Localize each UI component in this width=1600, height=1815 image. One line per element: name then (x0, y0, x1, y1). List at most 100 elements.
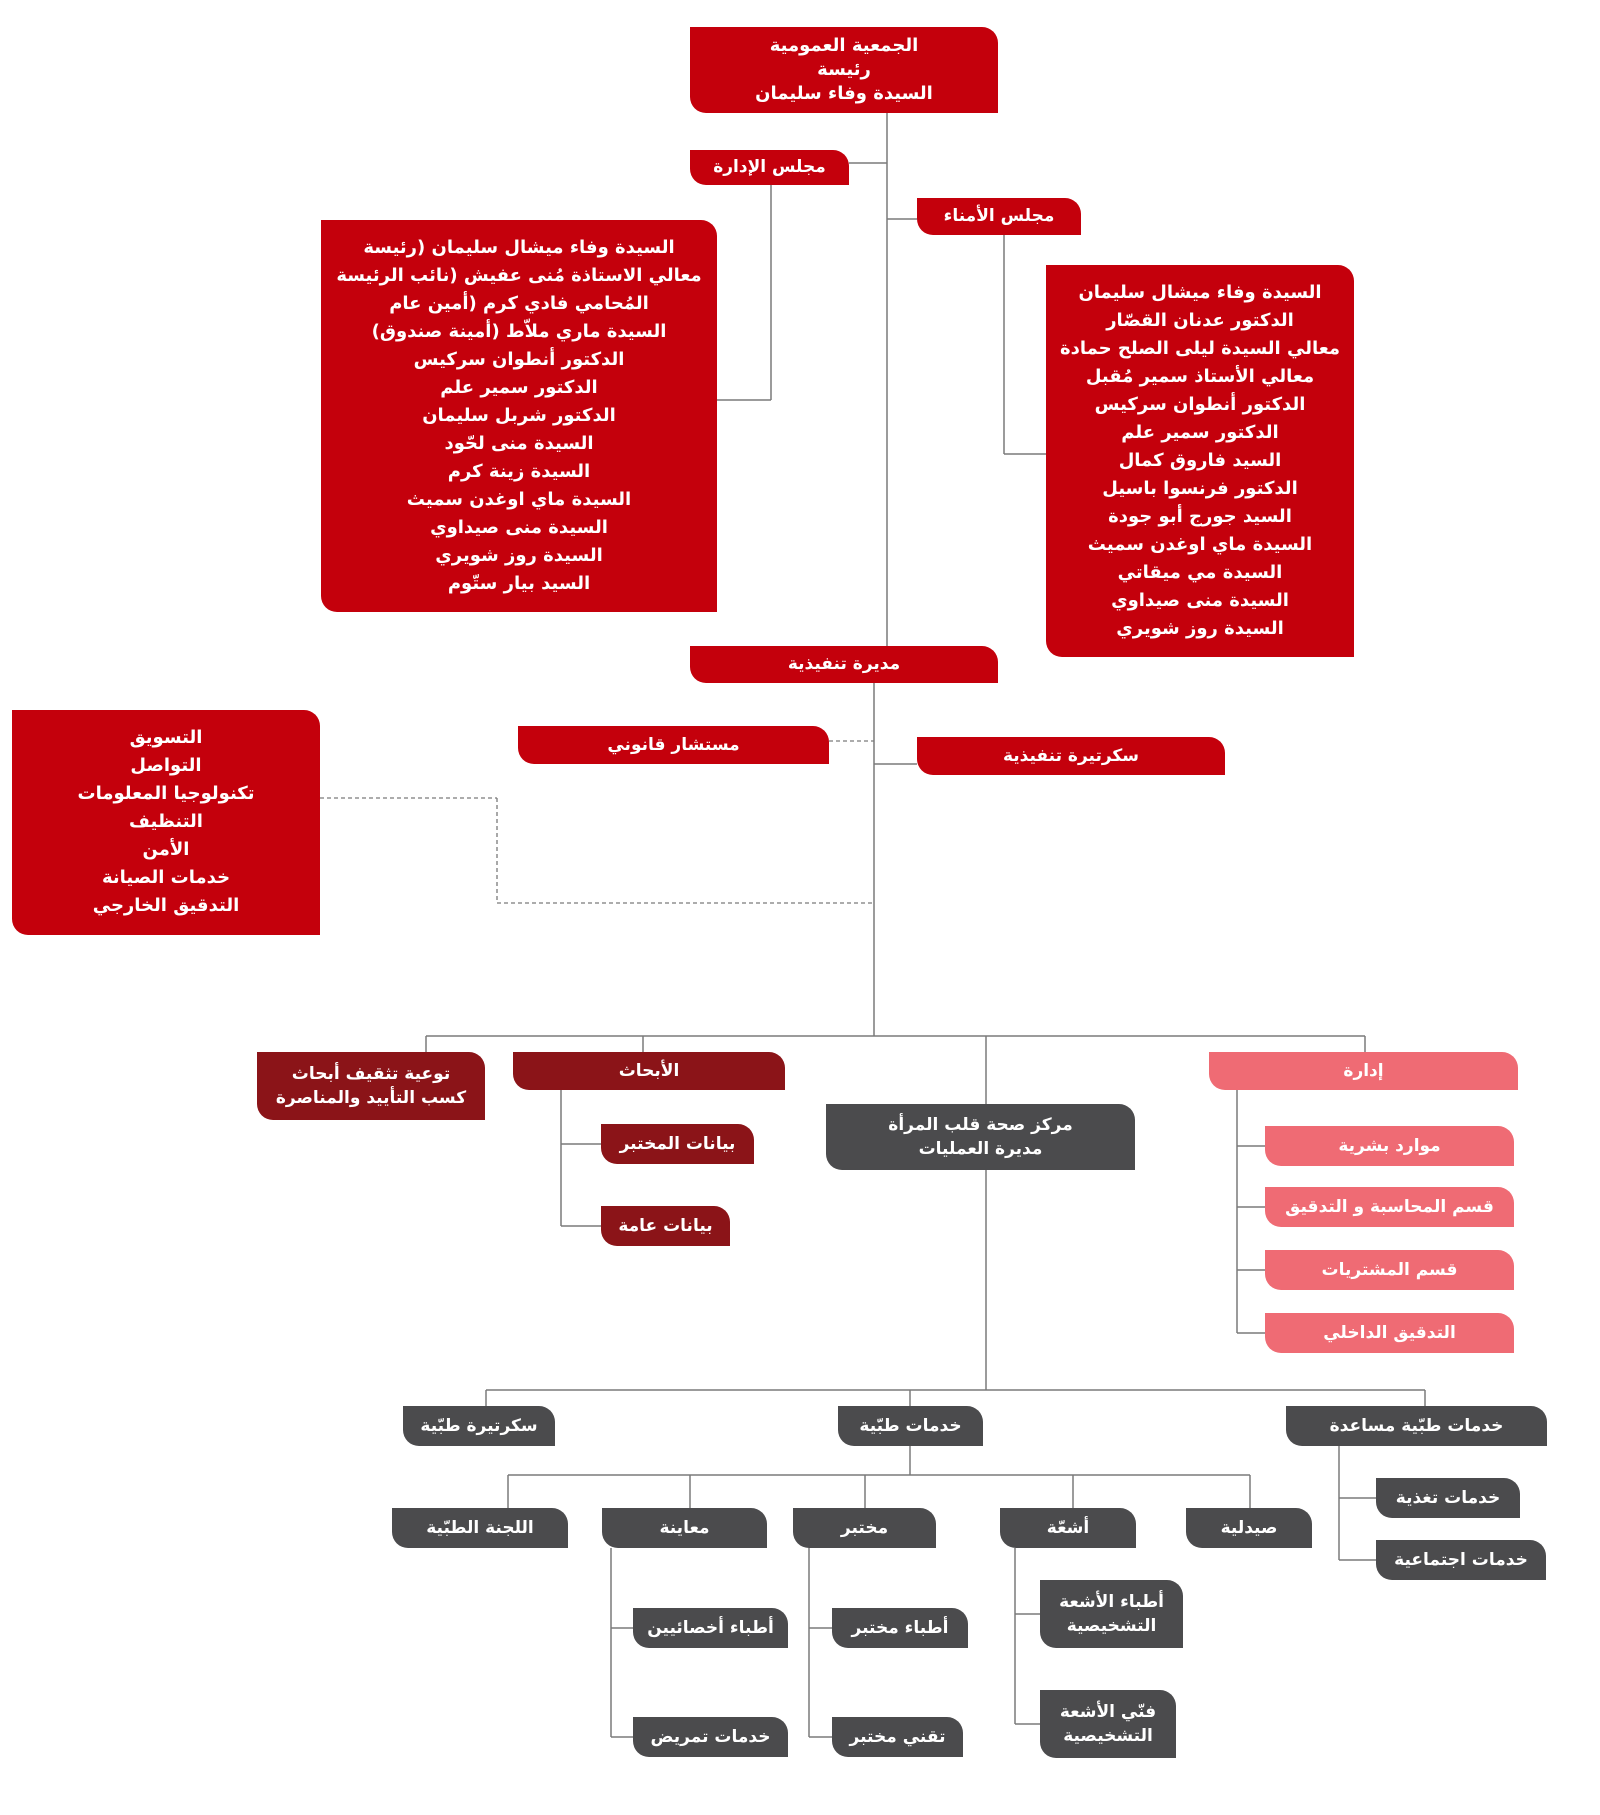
examination-label: معاينة (659, 1517, 710, 1538)
general-assembly-box: الجمعية العمومية رئيسة السيدة وفاء سليما… (690, 27, 998, 113)
director-member: السيدة ماري ملاّط (أمينة صندوق) (371, 321, 667, 342)
lab-data-label: بيانات المختبر (619, 1133, 736, 1154)
radiology-technician-line2: التشخيصية (1063, 1726, 1153, 1746)
trustee-member: الدكتور سمير علم (1121, 422, 1279, 443)
procurement-label: قسم المشتريات (1321, 1259, 1458, 1280)
lab-doctors-label: أطباء مختبر (851, 1617, 949, 1638)
awareness-box: توعية تثقيف أبحاث كسب التأييد والمناصرة (257, 1052, 485, 1120)
trustee-member: الدكتور عدنان القصّار (1106, 310, 1294, 331)
internal-audit-box: التدقيق الداخلي (1265, 1313, 1514, 1353)
general-assembly-title: الجمعية العمومية (769, 35, 919, 56)
medical-services-box: خدمات طبّية (838, 1406, 983, 1446)
accounting-box: قسم المحاسبة و التدقيق (1265, 1187, 1514, 1227)
awareness-line1: توعية تثقيف أبحاث (291, 1064, 451, 1084)
trustee-member: السيد فاروق كمال (1118, 450, 1282, 471)
outsourced-services-box: التسويق التواصل تكنولوجيا المعلومات التن… (12, 710, 320, 935)
trustee-member: معالي الأستاذ سمير مُقبل (1085, 366, 1315, 387)
specialist-doctors-label: أطباء أخصائيين (647, 1617, 774, 1638)
director-member: الدكتور شربل سليمان (422, 405, 616, 426)
administration-box: إدارة (1209, 1052, 1518, 1090)
heart-center-box: مركز صحة قلب المرأة مديرة العمليات (826, 1104, 1135, 1170)
general-data-label: بيانات عامة (618, 1215, 713, 1236)
general-data-box: بيانات عامة (601, 1206, 730, 1246)
executive-secretary-box: سكرتيرة تنفيذية (917, 737, 1225, 775)
lab-data-box: بيانات المختبر (601, 1124, 754, 1164)
radiology-box: أشعّة (1000, 1508, 1136, 1548)
medical-committee-box: اللجنة الطبّية (392, 1508, 568, 1548)
internal-audit-label: التدقيق الداخلي (1323, 1322, 1456, 1343)
board-of-trustees-label: مجلس الأمناء (943, 206, 1055, 227)
trustee-member: السيد جورج أبو جودة (1108, 506, 1292, 527)
outsourced-service: التنظيف (129, 811, 203, 832)
director-member: الدكتور أنطوان سركيس (413, 349, 625, 370)
executive-secretary-label: سكرتيرة تنفيذية (1002, 745, 1140, 766)
board-of-directors-members: السيدة وفاء ميشال سليمان (رئيسة معالي ال… (321, 220, 717, 612)
director-member: الدكتور سمير علم (440, 377, 598, 398)
trustee-member: السيدة روز شويري (1116, 618, 1284, 639)
examination-box: معاينة (602, 1508, 767, 1548)
laboratory-label: مختبر (840, 1517, 889, 1538)
outsourced-service: التسويق (129, 727, 203, 748)
medical-services-label: خدمات طبّية (859, 1415, 962, 1436)
social-services-box: خدمات اجتماعية (1376, 1540, 1546, 1580)
executive-director-label: مديرة تنفيذية (787, 654, 901, 675)
specialist-doctors-box: أطباء أخصائيين (633, 1608, 788, 1648)
board-of-trustees-title: مجلس الأمناء (917, 198, 1081, 235)
accounting-label: قسم المحاسبة و التدقيق (1285, 1196, 1494, 1217)
trustee-member: السيدة مي ميقاتي (1117, 562, 1283, 583)
pharmacy-label: صيدلية (1220, 1517, 1278, 1538)
trustee-member: السيدة وفاء ميشال سليمان (1078, 282, 1322, 303)
heart-center-role: مديرة العمليات (918, 1139, 1043, 1159)
director-member: السيدة وفاء ميشال سليمان (رئيسة (363, 237, 675, 258)
nursing-services-box: خدمات تمريض (633, 1717, 788, 1757)
outsourced-service: خدمات الصيانة (101, 867, 231, 888)
outsourced-service: التدقيق الخارجي (92, 895, 240, 916)
lab-technician-label: تقني مختبر (849, 1726, 946, 1747)
general-assembly-role: رئيسة (817, 59, 871, 80)
director-member: السيدة روز شويري (435, 545, 603, 566)
board-of-directors-title: مجلس الإدارة (690, 150, 849, 185)
hr-label: موارد بشرية (1338, 1135, 1441, 1156)
general-assembly-name: السيدة وفاء سليمان (755, 83, 933, 104)
board-of-trustees-members: السيدة وفاء ميشال سليمان الدكتور عدنان ا… (1046, 265, 1354, 657)
research-box: الأبحاث (513, 1052, 785, 1090)
director-member: السيد بيار ستّوم (447, 573, 591, 594)
radiology-doctors-box: أطباء الأشعة التشخيصية (1040, 1580, 1183, 1648)
director-member: معالي الاستاذة مُنى عفيش (نائب الرئيسة (336, 265, 702, 286)
outsourced-service: تكنولوجيا المعلومات (77, 783, 255, 804)
medical-committee-label: اللجنة الطبّية (426, 1517, 534, 1538)
nursing-services-label: خدمات تمريض (650, 1726, 771, 1747)
lab-technician-box: تقني مختبر (832, 1717, 963, 1757)
administration-label: إدارة (1343, 1060, 1384, 1081)
lab-doctors-box: أطباء مختبر (832, 1608, 968, 1648)
director-member: السيدة ماي اوغدن سميث (406, 489, 632, 510)
medical-secretary-box: سكرتيرة طبّية (403, 1406, 555, 1446)
research-label: الأبحاث (618, 1060, 680, 1081)
laboratory-box: مختبر (793, 1508, 936, 1548)
outsourced-service: التواصل (130, 755, 202, 776)
trustee-member: السيدة منى صيداوي (1111, 590, 1289, 611)
trustee-member: الدكتور أنطوان سركيس (1094, 394, 1306, 415)
radiology-technician-line1: فنّي الأشعة (1059, 1702, 1157, 1722)
radiology-label: أشعّة (1046, 1517, 1090, 1538)
awareness-line2: كسب التأييد والمناصرة (275, 1088, 467, 1108)
legal-advisor-label: مستشار قانوني (607, 734, 740, 755)
radiology-doctors-line1: أطباء الأشعة (1059, 1592, 1164, 1612)
nutrition-services-label: خدمات تغذية (1395, 1487, 1501, 1508)
procurement-box: قسم المشتريات (1265, 1250, 1514, 1290)
ancillary-services-box: خدمات طبّية مساعدة (1286, 1406, 1547, 1446)
radiology-technician-box: فنّي الأشعة التشخيصية (1040, 1690, 1176, 1758)
director-member: السيدة منى لحّود (444, 433, 594, 454)
legal-advisor-box: مستشار قانوني (518, 726, 829, 764)
board-of-directors-label: مجلس الإدارة (713, 157, 826, 178)
ancillary-services-label: خدمات طبّية مساعدة (1329, 1415, 1504, 1436)
trustee-member: معالي السيدة ليلى الصلح حمادة (1059, 338, 1341, 359)
hr-box: موارد بشرية (1265, 1126, 1514, 1166)
director-member: السيدة منى صيداوي (430, 517, 608, 538)
radiology-doctors-line2: التشخيصية (1066, 1616, 1157, 1636)
trustee-member: السيدة ماي اوغدن سميث (1087, 534, 1313, 555)
director-member: المُحامي فادي كرم (أمين عام (389, 293, 649, 314)
pharmacy-box: صيدلية (1186, 1508, 1312, 1548)
outsourced-service: الأمن (142, 839, 190, 860)
